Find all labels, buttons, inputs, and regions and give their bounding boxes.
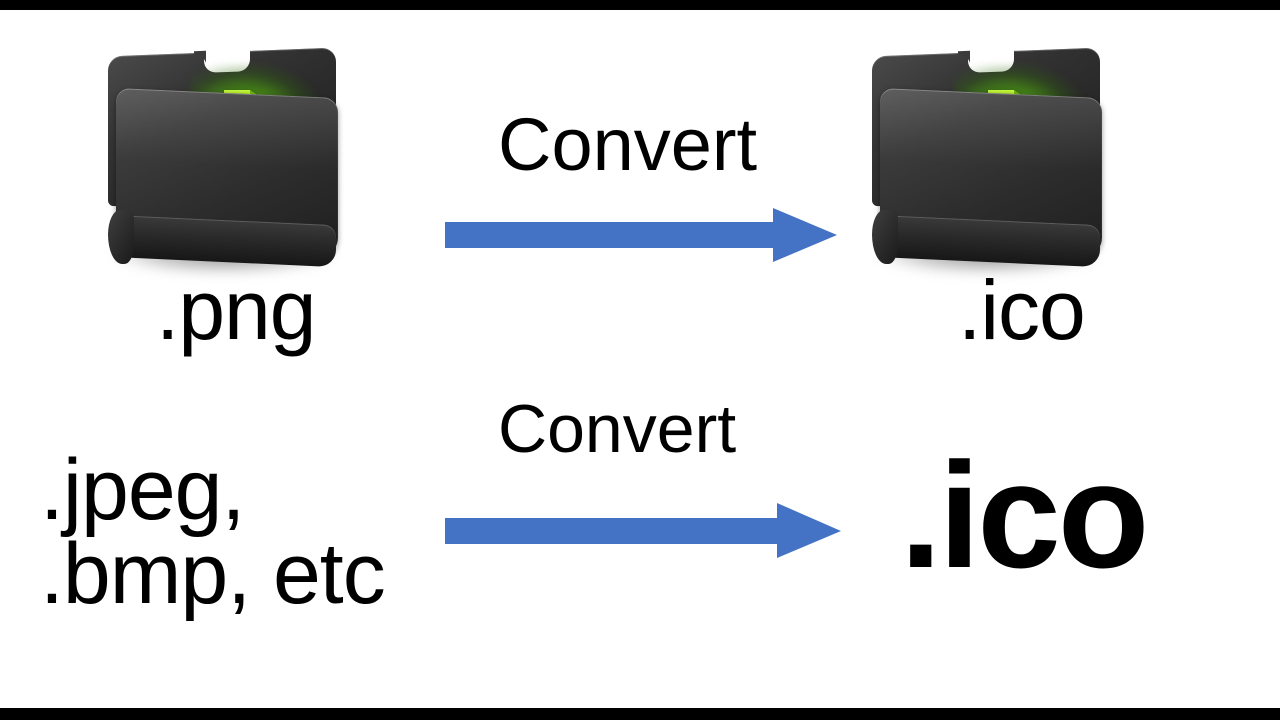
- letterbox-bar-bottom: [0, 708, 1280, 720]
- target-format-label-ico: .ico: [958, 263, 1086, 357]
- convert-action-label-row1: Convert: [498, 103, 758, 186]
- download-folder-icon-target: [862, 38, 1112, 286]
- source-format-label-png: .png: [156, 263, 316, 357]
- convert-arrow-row2: [445, 503, 841, 558]
- letterbox-bar-top: [0, 0, 1280, 10]
- target-format-label-ico-large: .ico: [900, 431, 1149, 599]
- convert-action-label-row2: Convert: [498, 391, 737, 467]
- folder-lip-curl: [108, 210, 134, 264]
- folder-lip-curl: [872, 210, 898, 264]
- download-folder-icon-source: [98, 38, 348, 286]
- slide-canvas: .png Convert: [0, 10, 1280, 708]
- source-formats-label-jpeg-bmp: .jpeg, .bmp, etc: [40, 442, 386, 623]
- convert-arrow-row1: [445, 208, 837, 262]
